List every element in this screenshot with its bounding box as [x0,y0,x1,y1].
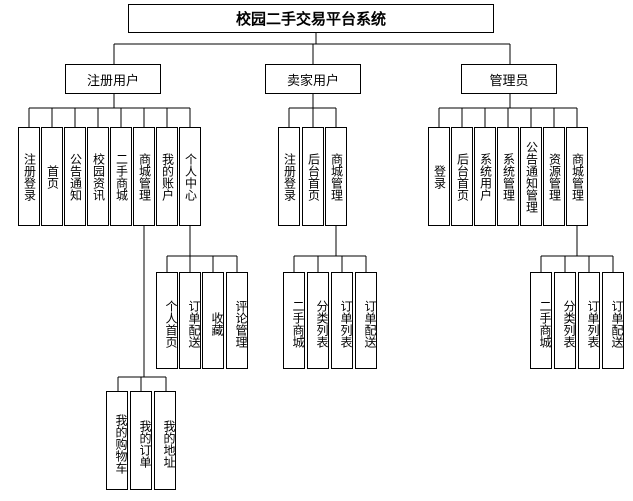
node-comment-management: 评论管理 [226,272,248,369]
node-seller-order-delivery: 订单配送 [355,272,377,369]
node-admin-order-list: 订单列表 [578,272,600,369]
node-seller-category-list: 分类列表 [307,272,329,369]
node-home: 首页 [41,127,63,226]
node-admin-mall-management: 商城管理 [566,127,588,226]
node-seller-mall-management: 商城管理 [325,127,347,226]
node-admin-system-users: 系统用户 [474,127,496,226]
node-admin-secondhand-mall: 二手商城 [530,272,552,369]
node-register-login: 注册登录 [18,127,40,226]
node-admin-home: 后台首页 [451,127,473,226]
role-seller: 卖家用户 [265,64,361,94]
node-seller-register-login: 注册登录 [278,127,300,226]
node-my-address: 我的地址 [154,391,176,490]
node-personal-center: 个人中心 [179,127,201,226]
node-my-orders: 我的订单 [130,391,152,490]
node-admin-system-management: 系统管理 [497,127,519,226]
node-admin-resource-management: 资源管理 [543,127,565,226]
node-admin-order-delivery: 订单配送 [602,272,624,369]
node-campus-news: 校园资讯 [87,127,109,226]
node-admin-login: 登录 [428,127,450,226]
node-seller-secondhand-mall: 二手商城 [283,272,305,369]
node-admin-category-list: 分类列表 [554,272,576,369]
node-seller-admin-home: 后台首页 [302,127,324,226]
node-admin-announcement-management: 公告通知管理 [520,127,542,226]
node-my-account: 我的账户 [156,127,178,226]
node-mall-management: 商城管理 [133,127,155,226]
node-favorites: 收藏 [202,272,224,369]
root-title-box: 校园二手交易平台系统 [128,4,494,33]
role-admin: 管理员 [461,64,557,94]
role-registered-user: 注册用户 [65,64,161,94]
node-my-cart: 我的购物车 [106,391,128,490]
node-personal-home: 个人首页 [156,272,178,369]
node-order-delivery: 订单配送 [179,272,201,369]
node-announcements: 公告通知 [64,127,86,226]
node-seller-order-list: 订单列表 [331,272,353,369]
node-secondhand-mall: 二手商城 [110,127,132,226]
